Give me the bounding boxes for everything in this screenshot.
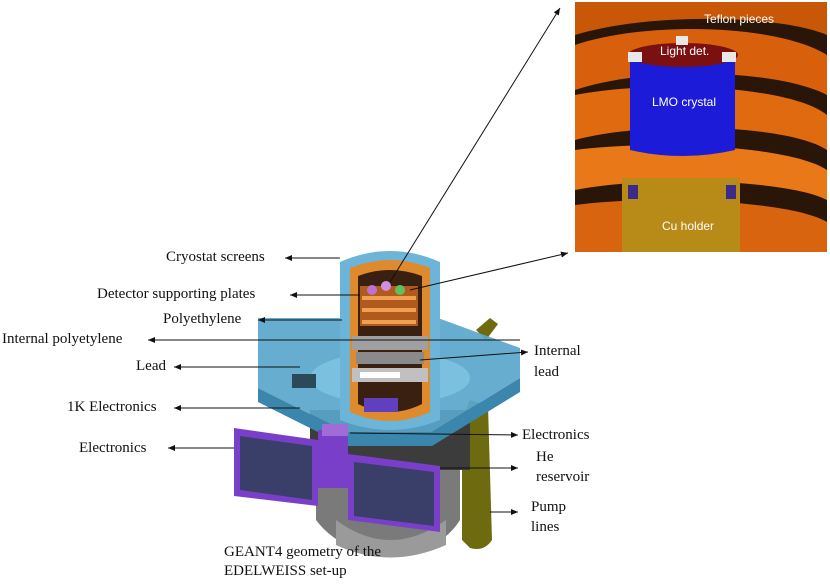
label-lead: Lead bbox=[136, 358, 166, 374]
figure-caption: GEANT4 geometry of the EDELWEISS set-up bbox=[224, 543, 381, 581]
label-cryostat-screens: Cryostat screens bbox=[166, 249, 265, 265]
inset-closeup bbox=[575, 2, 827, 252]
cryostat-assembly bbox=[234, 251, 520, 558]
label-internal-lead-2: lead bbox=[534, 364, 559, 380]
label-polyethylene: Polyethylene bbox=[163, 311, 242, 327]
label-internal-polyethylene: Internal polyetylene bbox=[2, 331, 123, 347]
label-detector-plates: Detector supporting plates bbox=[97, 286, 256, 302]
cu-holder-shape bbox=[622, 178, 740, 252]
caption-line-2: EDELWEISS set-up bbox=[224, 563, 347, 579]
teflon-label: Teflon pieces bbox=[704, 12, 775, 26]
light-det-label: Light det. bbox=[660, 44, 710, 58]
label-he-1: He bbox=[536, 449, 554, 465]
label-1k-electronics: 1K Electronics bbox=[67, 399, 157, 415]
light-detector-shape bbox=[628, 43, 738, 67]
leader-lines bbox=[148, 7, 569, 515]
cu-holder-label: Cu holder bbox=[662, 219, 715, 233]
caption-line-1: GEANT4 geometry of the bbox=[224, 544, 382, 560]
label-internal-lead-1: Internal bbox=[534, 343, 581, 359]
lmo-crystal-shape bbox=[630, 62, 735, 156]
lmo-crystal-label: LMO crystal bbox=[652, 95, 717, 109]
label-pump-2: lines bbox=[531, 519, 560, 535]
label-pump-1: Pump bbox=[531, 499, 567, 515]
label-he-2: reservoir bbox=[536, 469, 590, 485]
label-electronics-left: Electronics bbox=[79, 440, 147, 456]
label-electronics-right: Electronics bbox=[522, 427, 590, 443]
